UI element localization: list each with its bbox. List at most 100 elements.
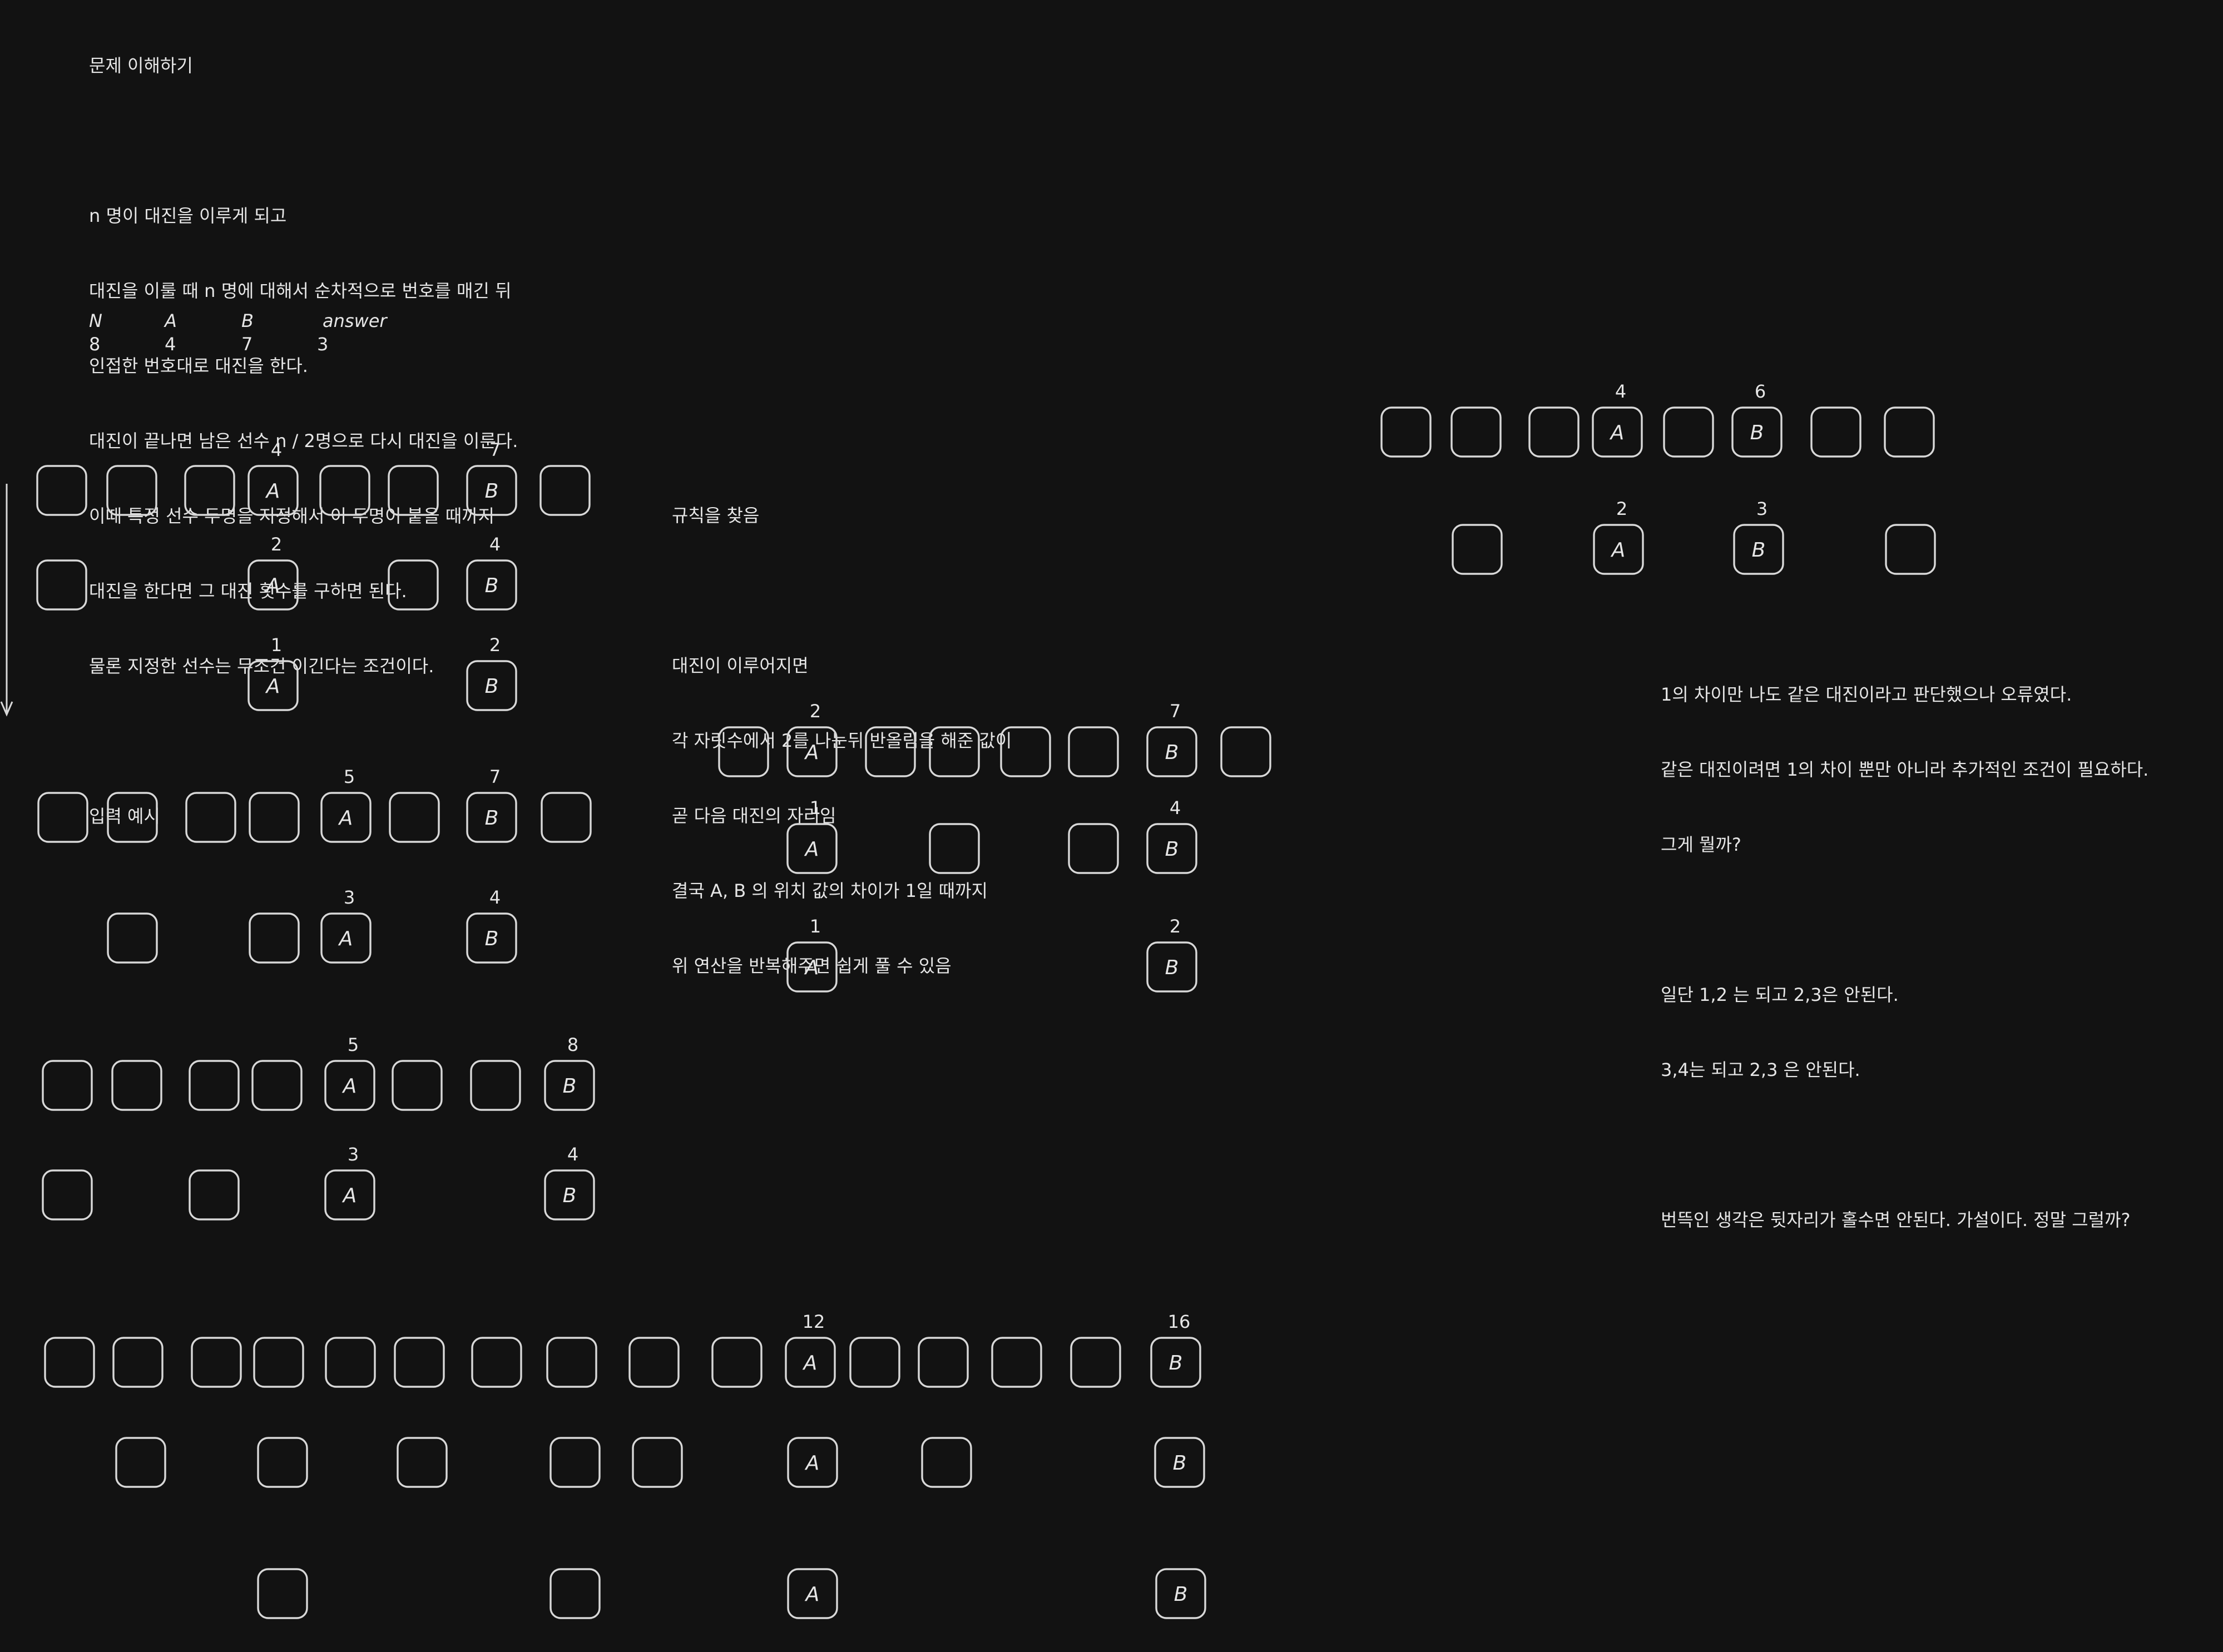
player-box-b	[1154, 1437, 1205, 1488]
player-label-a: A	[338, 807, 353, 830]
error-line: 1의 차이만 나도 같은 대진이라고 판단했으나 오류였다.	[1661, 684, 2072, 705]
position-number-b: 3	[1756, 498, 1767, 519]
player-box	[319, 465, 370, 516]
player-box-a	[320, 912, 372, 964]
player-box-a	[324, 1169, 375, 1221]
player-box-b	[466, 792, 517, 843]
position-number-b: 16	[1168, 1311, 1191, 1332]
player-box	[189, 1169, 240, 1221]
position-number-a: 1	[810, 797, 821, 818]
position-number-b: 8	[567, 1034, 578, 1055]
player-label-a: A	[803, 1352, 818, 1375]
player-box	[107, 792, 158, 843]
position-number-a: 2	[810, 701, 821, 722]
problem-line: 인접한 번호대로 대진을 한다.	[89, 355, 308, 376]
player-box	[388, 559, 439, 611]
player-box-a	[786, 823, 838, 874]
position-number-b: 4	[489, 534, 501, 555]
rule-line: 규칙을 찾음	[672, 505, 760, 526]
error-line: 같은 대진이려면 1의 차이 뿐만 아니라 추가적인 조건이 필요하다.	[1661, 759, 2149, 780]
player-box	[389, 792, 440, 843]
player-box	[1450, 406, 1502, 458]
error-line: 그게 뭘까?	[1661, 834, 1741, 855]
error-note: 1의 차이만 나도 같은 대진이라고 판단했으나 오류였다. 같은 대진이려면 …	[1661, 632, 2148, 1258]
player-box-b	[466, 465, 517, 516]
player-box	[1070, 1337, 1121, 1388]
player-box	[549, 1437, 601, 1488]
problem-heading: 문제 이해하기	[89, 55, 193, 76]
player-label-a: A	[342, 1184, 357, 1207]
player-box-a	[786, 941, 838, 993]
player-box-a	[787, 1568, 838, 1619]
player-box	[1000, 726, 1051, 777]
player-box	[189, 1060, 240, 1111]
error-line: 번뜩인 생각은 뒷자리가 홀수면 안된다. 가설이다. 정말 그럴까?	[1661, 1209, 2131, 1231]
position-number-a: 5	[348, 1034, 359, 1055]
player-box	[865, 726, 916, 777]
player-box	[921, 1437, 972, 1488]
player-box	[1885, 524, 1936, 575]
player-box	[388, 465, 439, 516]
player-box-b	[1150, 1337, 1201, 1388]
player-box-a	[320, 792, 372, 843]
problem-note: 문제 이해하기 n 명이 대진을 이루게 되고 대진을 이룰 때 n 명에 대해…	[89, 3, 518, 854]
problem-line: 대진을 이룰 때 n 명에 대해서 순차적으로 번호를 매긴 뒤	[89, 280, 512, 301]
position-number-b: 2	[489, 634, 501, 656]
example-header-n: N	[89, 310, 102, 331]
player-box-b	[466, 660, 517, 711]
player-label-b: B	[1174, 1583, 1188, 1606]
player-box-a	[247, 559, 299, 611]
round-arrow	[0, 484, 13, 717]
rule-note: 규칙을 찾음 대진이 이루어지면 각 자릿수에서 2를 나눈뒤 반올림을 해준 …	[672, 453, 1012, 1004]
player-box	[44, 1337, 95, 1388]
error-line: 3,4는 되고 2,3 은 안된다.	[1661, 1059, 1860, 1080]
player-box	[185, 792, 236, 843]
player-box	[1068, 726, 1119, 777]
player-box	[1884, 406, 1935, 458]
example-heading: 입력 예시	[89, 806, 160, 827]
rule-line: 위 연산을 반복해주면 쉽게 풀 수 있음	[672, 955, 952, 976]
player-label-a: A	[265, 574, 280, 597]
player-box	[257, 1568, 308, 1619]
player-label-b: B	[1752, 539, 1766, 562]
player-box	[184, 465, 235, 516]
example-value-a: 4	[165, 334, 176, 355]
problem-line: 이때 특정 선수 두명을 지정해서 이 두명이 붙을 때까지	[89, 505, 495, 527]
player-label-b: B	[563, 1184, 577, 1207]
position-number-b: 4	[489, 887, 501, 908]
player-box	[929, 823, 980, 874]
position-number-a: 2	[271, 534, 282, 555]
position-number-a: 2	[1616, 498, 1627, 519]
player-box-b	[1731, 406, 1783, 458]
example-value-b: 7	[241, 334, 253, 355]
player-box-b	[1146, 726, 1197, 777]
error-line: 일단 1,2 는 되고 2,3은 안된다.	[1661, 984, 1899, 1005]
player-box	[471, 1337, 522, 1388]
position-number-b: 7	[489, 439, 501, 460]
player-box-a	[247, 660, 299, 711]
player-box	[929, 726, 980, 777]
player-box	[112, 1337, 164, 1388]
position-number-a: 4	[1615, 381, 1626, 402]
player-box	[541, 792, 592, 843]
player-box	[632, 1437, 683, 1488]
player-box-b	[1146, 823, 1197, 874]
player-box	[42, 1169, 93, 1221]
player-box	[918, 1337, 969, 1388]
player-label-b: B	[485, 480, 499, 503]
player-label-b: B	[1169, 1352, 1183, 1375]
player-box	[549, 1568, 601, 1619]
position-number-b: 7	[1170, 701, 1181, 722]
player-box	[325, 1337, 376, 1388]
position-number-a: 12	[803, 1311, 825, 1332]
player-box-a	[1593, 524, 1644, 575]
player-label-a: A	[804, 956, 819, 979]
player-box	[991, 1337, 1042, 1388]
player-label-b: B	[1165, 741, 1179, 764]
player-box-a	[786, 726, 838, 777]
